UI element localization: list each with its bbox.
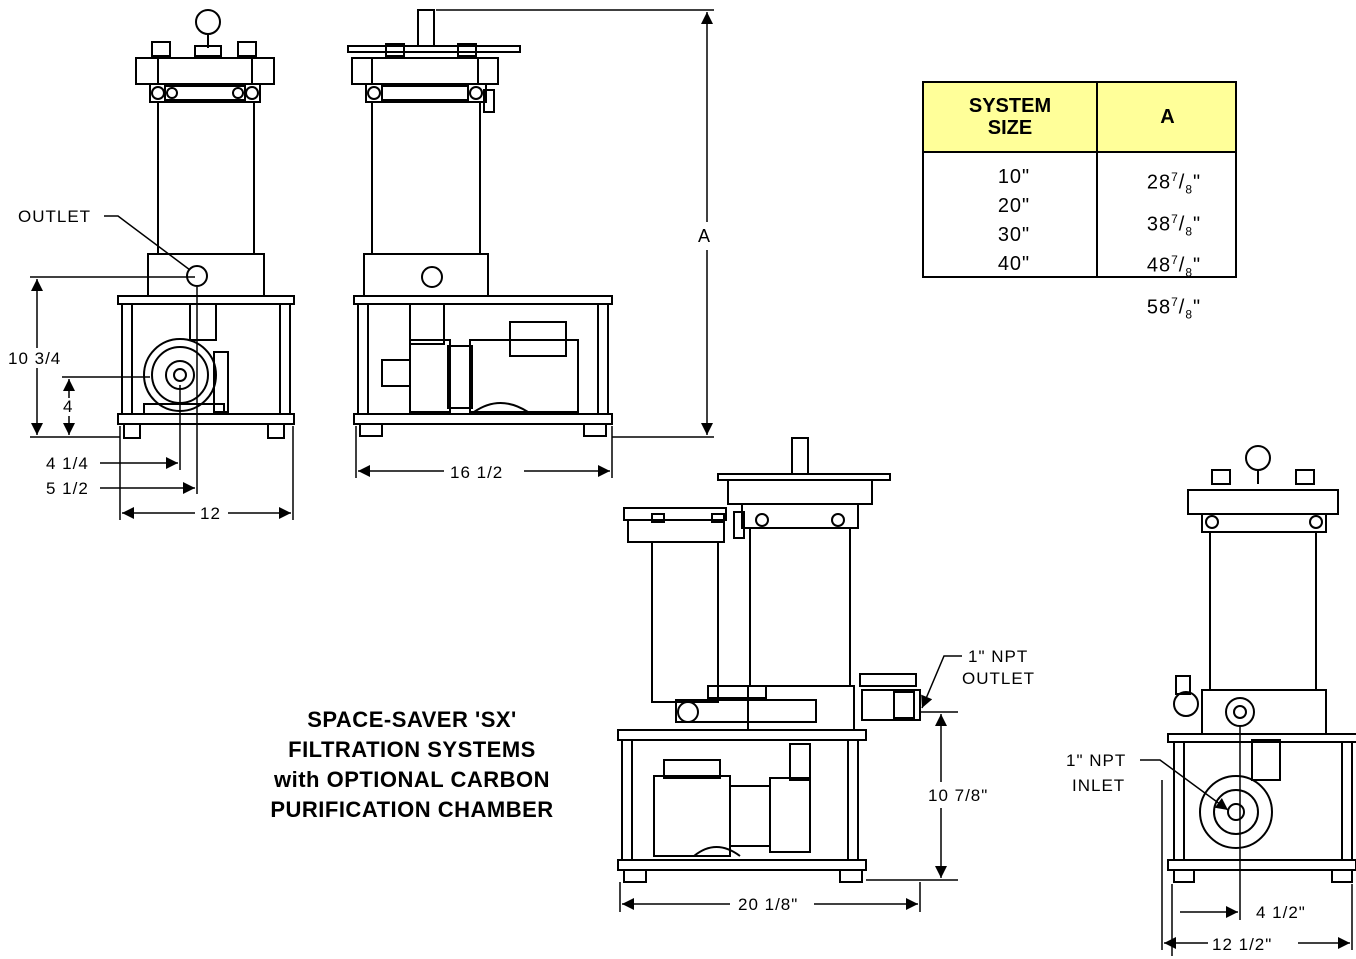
title-line-4: PURIFICATION CHAMBER	[270, 797, 554, 822]
table-row-a: 287/8"	[1146, 170, 1202, 197]
table-row-size: 40"	[997, 253, 1031, 275]
dim-4-1-4-label: 4 1/4	[46, 454, 89, 473]
dim-12-1-2-label: 12 1/2"	[1212, 935, 1272, 954]
npt-inlet-label-1: 1" NPT	[1066, 751, 1126, 770]
size-column: 10" 20" 30" 40"	[974, 163, 1054, 279]
dim-a-label: A	[698, 226, 711, 246]
end-view	[1167, 445, 1356, 883]
table-row-size: 30"	[997, 224, 1031, 246]
table-row-a: 587/8"	[1146, 294, 1202, 322]
npt-outlet-label-2: OUTLET	[962, 669, 1035, 688]
table-row-size: 20"	[997, 195, 1031, 217]
table-header	[924, 83, 1235, 153]
outlet-label: OUTLET	[18, 207, 91, 226]
table-row-a: 387/8"	[1146, 211, 1202, 239]
dim-12-label: 12	[200, 504, 221, 523]
front-view	[117, 9, 295, 439]
table-divider	[1096, 83, 1098, 276]
table-row-size: 10"	[997, 166, 1031, 188]
dim-10-7-8-label: 10 7/8"	[928, 786, 988, 805]
side-view	[347, 9, 613, 437]
table-row-a: 487/8"	[1146, 253, 1202, 280]
dim-16-1-2-label: 16 1/2	[450, 463, 503, 482]
npt-inlet-label-2: INLET	[1072, 776, 1125, 795]
header-size-line-2: SIZE	[987, 117, 1033, 139]
dim-4-1-2-label: 4 1/2"	[1256, 903, 1306, 922]
header-size-line-1: SYSTEM	[968, 95, 1052, 117]
carbon-chamber-view	[617, 437, 921, 883]
dim-4-label: 4	[63, 397, 73, 416]
a-column: 287/8" 387/8" 487/8" 587/8"	[1124, 163, 1224, 330]
title-line-3: with OPTIONAL CARBON	[273, 767, 551, 792]
npt-outlet-label-1: 1" NPT	[968, 647, 1028, 666]
dim-5-1-2-label: 5 1/2	[46, 479, 89, 498]
diagram-title: SPACE-SAVER 'SX' FILTRATION SYSTEMS with…	[232, 705, 592, 825]
dimension-lines	[30, 9, 1353, 956]
header-system-size: SYSTEM SIZE	[924, 83, 1096, 151]
title-line-2: FILTRATION SYSTEMS	[288, 737, 536, 762]
header-a: A	[1160, 106, 1175, 128]
dim-10-3-4-label: 10 3/4	[8, 349, 61, 368]
dim-20-1-8-label: 20 1/8"	[738, 895, 798, 914]
title-line-1: SPACE-SAVER 'SX'	[307, 707, 517, 732]
system-size-table: SYSTEM SIZE A 10" 20" 30" 40" 287/8" 387…	[922, 81, 1237, 322]
